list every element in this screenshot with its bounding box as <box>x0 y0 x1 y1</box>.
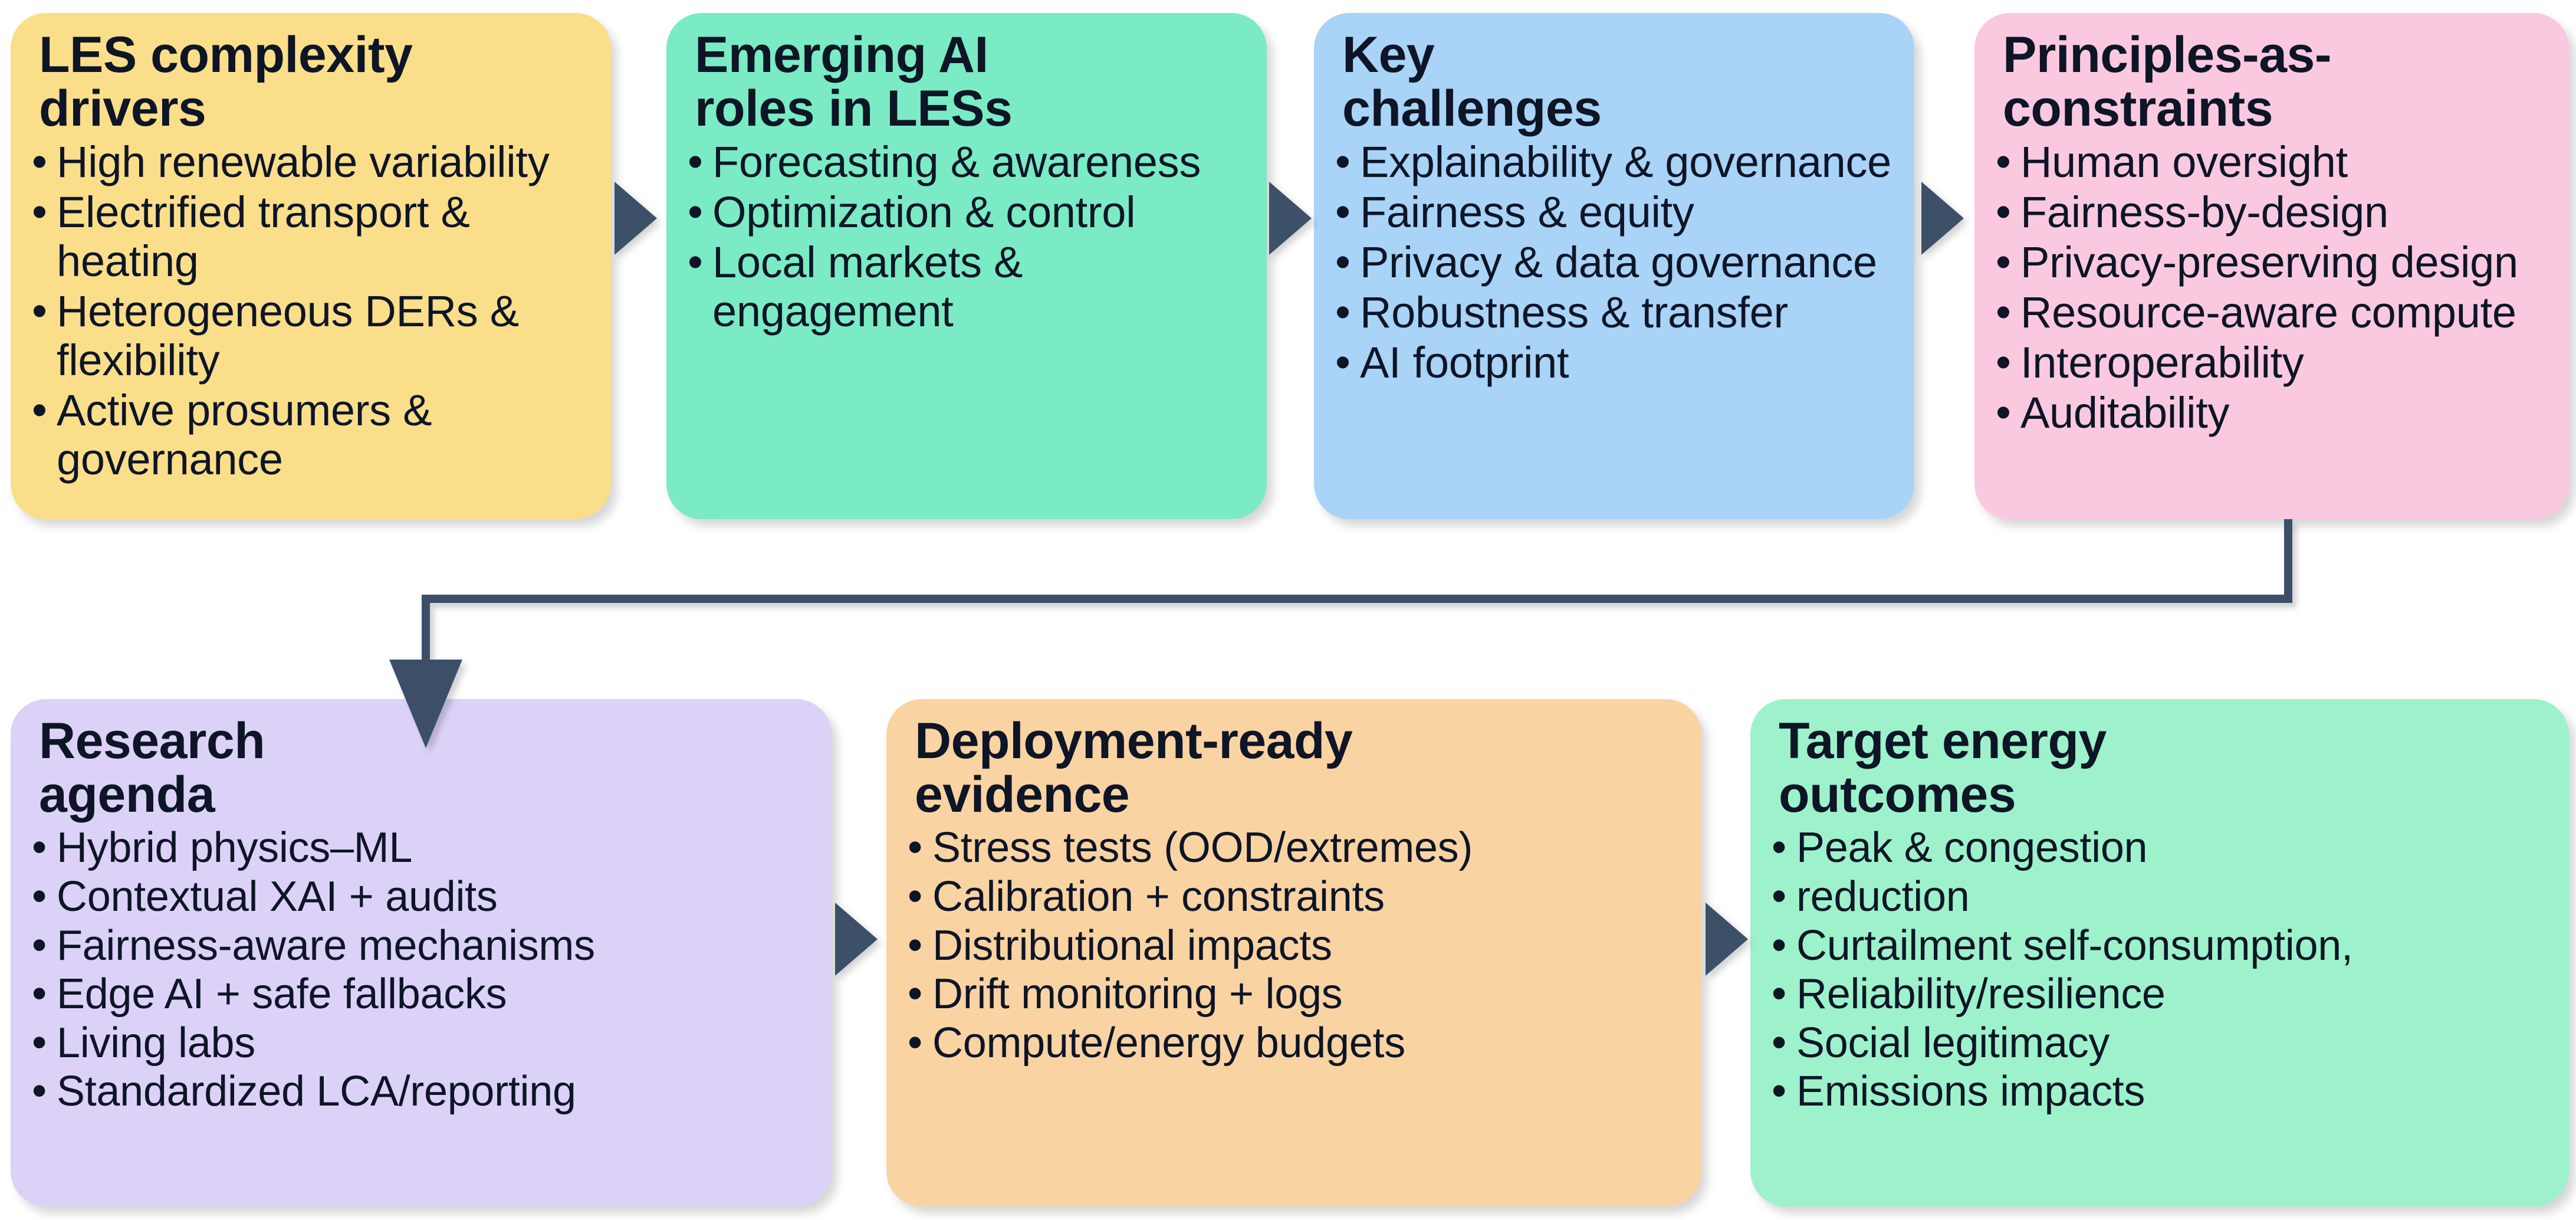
list-item: Drift monitoring + logs <box>906 970 1681 1018</box>
list-item: Resource-aware compute <box>1995 288 2549 337</box>
list-item: reduction <box>1770 873 2549 921</box>
node-bullet-list: Hybrid physics–ML Contextual XAI + audit… <box>31 824 811 1116</box>
list-item: Electrified transport & heating <box>31 188 591 286</box>
node-research-agenda[interactable]: Research agenda Hybrid physics–ML Contex… <box>11 699 832 1206</box>
node-title: Key challenges <box>1342 27 1602 137</box>
list-item: Social legitimacy <box>1770 1019 2549 1067</box>
list-item: Interoperability <box>1995 338 2549 388</box>
node-deployment-ready-evidence[interactable]: Deployment-ready evidence Stress tests (… <box>886 699 1701 1206</box>
list-item: Human oversight <box>1995 137 2549 187</box>
node-bullet-list: Stress tests (OOD/extremes) Calibration … <box>906 824 1681 1067</box>
list-item: Heterogeneous DERs & flexibility <box>31 287 591 385</box>
node-key-challenges[interactable]: Key challenges Explainability & governan… <box>1314 13 1914 519</box>
list-item: Distributional impacts <box>906 921 1681 970</box>
list-item: Privacy-preserving design <box>1995 238 2549 287</box>
list-item: Explainability & governance <box>1334 137 1894 187</box>
list-item: AI footprint <box>1334 338 1894 388</box>
list-item: Peak & congestion <box>1770 824 2549 872</box>
node-target-energy-outcomes[interactable]: Target energy outcomes Peak & congestion… <box>1750 699 2569 1206</box>
arrow-right-icon <box>1269 182 1312 255</box>
node-les-complexity-drivers[interactable]: LES complexity drivers High renewable va… <box>11 13 611 519</box>
arrow-right-icon <box>615 182 657 255</box>
node-title: LES complexity drivers <box>39 27 413 137</box>
list-item: Compute/energy budgets <box>906 1019 1681 1067</box>
arrow-right-icon <box>1921 182 1964 255</box>
node-bullet-list: Explainability & governance Fairness & e… <box>1334 137 1894 388</box>
list-item: Auditability <box>1995 388 2549 438</box>
list-item: Contextual XAI + audits <box>31 873 811 921</box>
node-title: Research agenda <box>39 713 265 824</box>
node-emerging-ai-roles[interactable]: Emerging AI roles in LESs Forecasting & … <box>666 13 1267 519</box>
list-item: Standardized LCA/reporting <box>31 1067 811 1116</box>
list-item: Optimization & control <box>686 188 1247 237</box>
list-item: Fairness-aware mechanisms <box>31 921 811 970</box>
node-bullet-list: Human oversight Fairness-by-design Priva… <box>1995 137 2549 438</box>
node-bullet-list: Forecasting & awareness Optimization & c… <box>686 137 1247 336</box>
list-item: Edge AI + safe fallbacks <box>31 970 811 1018</box>
node-title: Emerging AI roles in LESs <box>695 27 1013 137</box>
node-title: Principles-as- constraints <box>2003 27 2332 137</box>
list-item: Fairness-by-design <box>1995 188 2549 237</box>
node-title: Deployment-ready evidence <box>915 713 1353 824</box>
list-item: Local markets & engagement <box>686 238 1247 336</box>
list-item: Forecasting & awareness <box>686 137 1247 187</box>
list-item: Reliability/resilience <box>1770 970 2549 1018</box>
list-item: Hybrid physics–ML <box>31 824 811 872</box>
arrow-right-icon <box>1706 903 1748 976</box>
list-item: High renewable variability <box>31 137 591 187</box>
list-item: Fairness & equity <box>1334 188 1894 237</box>
list-item: Curtailment self-consumption, <box>1770 921 2549 970</box>
list-item: Privacy & data governance <box>1334 238 1894 287</box>
node-principles-as-constraints[interactable]: Principles-as- constraints Human oversig… <box>1974 13 2569 519</box>
arrow-right-icon <box>835 903 878 976</box>
list-item: Emissions impacts <box>1770 1067 2549 1116</box>
list-item: Living labs <box>31 1019 811 1067</box>
list-item: Robustness & transfer <box>1334 288 1894 337</box>
list-item: Calibration + constraints <box>906 873 1681 921</box>
list-item: Stress tests (OOD/extremes) <box>906 824 1681 872</box>
node-bullet-list: Peak & congestion reduction Curtailment … <box>1770 824 2549 1116</box>
node-title: Target energy outcomes <box>1779 713 2107 824</box>
list-item: Active prosumers & governance <box>31 386 591 484</box>
node-bullet-list: High renewable variability Electrified t… <box>31 137 591 484</box>
